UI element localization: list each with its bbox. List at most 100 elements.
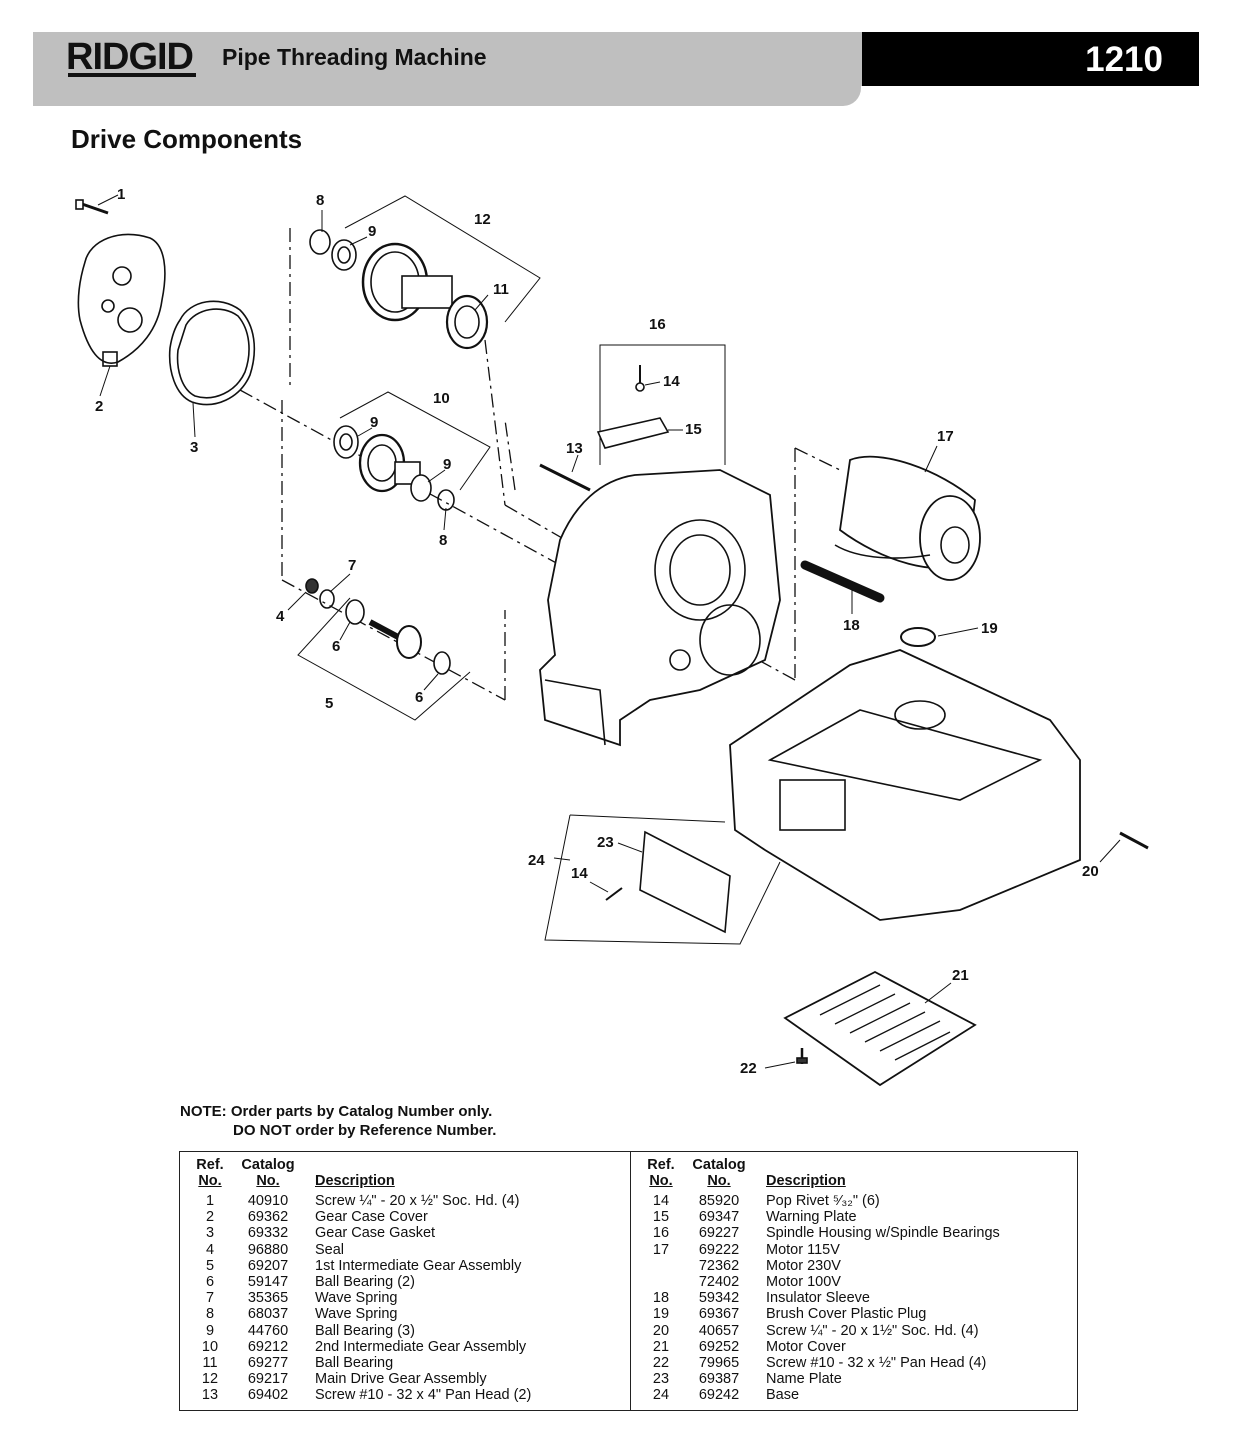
header-bar <box>33 32 863 86</box>
callout-6-second: 6 <box>415 689 423 706</box>
callout-7: 7 <box>348 557 356 574</box>
header-description: Description <box>766 1173 846 1189</box>
ref-cell: 9 <box>205 1322 215 1339</box>
callout-5: 5 <box>325 695 333 712</box>
screw-part-13 <box>539 463 591 492</box>
alignment-lines <box>239 228 841 701</box>
ref-cell: 8 <box>205 1306 215 1323</box>
header-ref-bottom: No. <box>649 1173 673 1189</box>
table-header-left: Ref. No. Catalog No. Description <box>180 1157 629 1193</box>
ref-cell: 15 <box>652 1209 670 1226</box>
ref-cell: 10 <box>201 1338 219 1355</box>
catalog-cell: 40910 <box>247 1193 289 1209</box>
table-row: 22 79965 Screw #10 - 32 x ½" Pan Head (4) <box>631 1355 1078 1371</box>
leader-lines <box>97 194 1121 1069</box>
callout-14-lower: 14 <box>571 865 588 882</box>
catalog-cell: 69347 <box>698 1209 740 1226</box>
first-intermediate-gear-assembly-part-5 <box>305 578 451 675</box>
name-plate-part-23 <box>639 830 731 934</box>
callout-15: 15 <box>685 421 702 438</box>
catalog-cell: 69277 <box>247 1354 289 1371</box>
gear-case-gasket-part-3 <box>168 300 256 406</box>
spindle-housing-part-16 <box>539 469 781 747</box>
callout-13: 13 <box>566 440 583 457</box>
callout-9-third: 9 <box>443 456 451 473</box>
ref-cell: 21 <box>652 1338 670 1355</box>
warning-plate-part-15 <box>596 417 670 449</box>
section-title: Drive Components <box>71 124 303 154</box>
header-catalog-top: Catalog <box>692 1157 746 1173</box>
callout-23: 23 <box>597 834 614 851</box>
ref-cell: 22 <box>652 1354 670 1371</box>
motor-part-17 <box>834 455 981 581</box>
table-row: 9 44760 Ball Bearing (3) <box>180 1323 629 1339</box>
catalog-cell: 69242 <box>698 1387 740 1404</box>
catalog-cell: 85920 <box>698 1193 740 1209</box>
brush-cover-plug-part-19 <box>900 627 936 647</box>
description-cell: Base <box>766 1387 800 1404</box>
description-cell: Insulator Sleeve <box>766 1290 870 1307</box>
callout-1: 1 <box>117 186 125 203</box>
model-bar <box>862 32 1199 86</box>
gear-case-cover-part-2 <box>77 233 166 367</box>
catalog-cell: 69387 <box>698 1371 740 1388</box>
ref-cell: 20 <box>652 1322 670 1339</box>
callout-19: 19 <box>981 620 998 637</box>
header-description: Description <box>315 1173 395 1189</box>
catalog-cell: 44760 <box>247 1322 289 1339</box>
callout-22: 22 <box>740 1060 757 1077</box>
catalog-cell: 69217 <box>247 1371 289 1388</box>
catalog-cell: 59342 <box>698 1290 740 1307</box>
catalog-cell: 72402 <box>698 1273 740 1290</box>
description-cell: Warning Plate <box>766 1209 857 1226</box>
ref-cell: 3 <box>205 1225 215 1242</box>
ref-cell: 13 <box>201 1387 219 1404</box>
description-cell: Seal <box>315 1241 345 1258</box>
description-cell: Name Plate <box>766 1371 842 1388</box>
description-cell: Screw #10 - 32 x ½" Pan Head (4) <box>766 1354 987 1371</box>
description-cell: 1st Intermediate Gear Assembly <box>315 1257 522 1274</box>
callout-8-second: 8 <box>439 532 447 549</box>
catalog-cell: 69207 <box>247 1257 289 1274</box>
machine-title: Pipe Threading Machine <box>222 44 487 70</box>
description-cell: Spindle Housing w/Spindle Bearings <box>766 1225 1000 1242</box>
ref-cell: 14 <box>652 1193 670 1209</box>
ref-cell: 18 <box>652 1290 670 1307</box>
catalog-cell: 69332 <box>247 1225 289 1242</box>
ref-cell: 19 <box>652 1306 670 1323</box>
order-note-line-1: NOTE: Order parts by Catalog Number only… <box>180 1103 493 1120</box>
header-ref-top: Ref. <box>647 1157 675 1173</box>
screw-part-20 <box>1119 831 1149 850</box>
description-cell: Gear Case Gasket <box>315 1225 436 1242</box>
brand-logo-underline <box>68 73 196 77</box>
ref-cell: 6 <box>205 1273 215 1290</box>
callout-3: 3 <box>190 439 198 456</box>
description-cell: Ball Bearing (3) <box>315 1322 415 1339</box>
description-cell: Pop Rivet ⁵⁄₃₂" (6) <box>766 1193 880 1209</box>
catalog-cell: 72362 <box>698 1257 740 1274</box>
header-catalog-top: Catalog <box>241 1157 295 1173</box>
pop-rivet-part-14 <box>635 365 645 392</box>
callout-9: 9 <box>368 223 376 240</box>
table-header-right: Ref. No. Catalog No. Description <box>631 1157 1078 1193</box>
catalog-cell: 59147 <box>247 1273 289 1290</box>
catalog-cell: 79965 <box>698 1354 740 1371</box>
base-part-24 <box>729 649 1081 921</box>
description-cell: 2nd Intermediate Gear Assembly <box>315 1338 527 1355</box>
ref-cell: 2 <box>205 1209 215 1226</box>
callout-4: 4 <box>276 608 285 625</box>
ref-cell: 24 <box>652 1387 670 1404</box>
table-row: 15 69347 Warning Plate <box>631 1209 1078 1225</box>
ref-cell: 23 <box>652 1371 670 1388</box>
header-bar-tab <box>33 86 861 106</box>
